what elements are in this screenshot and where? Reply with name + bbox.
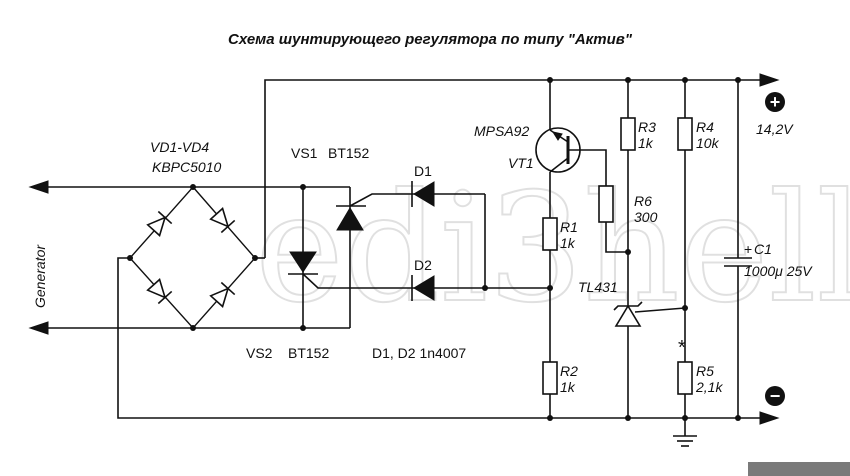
diode-d2: [411, 275, 435, 301]
c1-polarity: +: [744, 241, 752, 257]
r3-name: R3: [638, 119, 656, 135]
c1-name: C1: [754, 241, 772, 257]
r6-lead: [605, 222, 628, 253]
capacitor-c1: [724, 80, 752, 418]
r3-value: 1k: [638, 135, 654, 151]
bridge-part: KBPC5010: [152, 159, 221, 175]
diode-bridge: [127, 184, 265, 331]
minus-sign: −: [770, 386, 781, 406]
output-minus: −: [765, 386, 785, 406]
resistor-r5: [677, 361, 693, 395]
schematic-title: Схема шунтирующего регулятора по типу "А…: [228, 31, 633, 48]
vs1-name: VS1: [291, 145, 318, 161]
r6-value: 300: [634, 209, 658, 225]
resistor-r2: [542, 361, 558, 395]
r1-name: R1: [560, 219, 578, 235]
r5-mark: *: [678, 337, 686, 359]
output-plus: +: [765, 92, 785, 112]
generator-label: Generator: [32, 244, 48, 308]
d1-name: D1: [414, 163, 432, 179]
r2-value: 1k: [560, 379, 576, 395]
transistor-part: MPSA92: [474, 123, 529, 139]
d2-name: D2: [414, 257, 432, 273]
plus-sign: +: [770, 92, 781, 112]
bridge-name: VD1-VD4: [150, 139, 209, 155]
resistor-r6: [598, 185, 614, 223]
resistor-r3: [620, 117, 636, 151]
vs1-part: BT152: [328, 145, 369, 161]
vs2-part: BT152: [288, 345, 329, 361]
positive-rail: [264, 73, 780, 258]
output-voltage: 14,2V: [756, 121, 794, 137]
regulator-part: TL431: [578, 279, 618, 295]
r1-value: 1k: [560, 235, 576, 251]
r6-name: R6: [634, 193, 652, 209]
diode-d1: [408, 181, 485, 207]
tl431-regulator: [613, 301, 686, 327]
ground-symbol: [673, 418, 697, 447]
negative-rail: [117, 257, 780, 425]
r5-name: R5: [696, 363, 714, 379]
c1-value: 1000μ 25V: [744, 263, 813, 279]
r2-name: R2: [560, 363, 578, 379]
corner-strip: [748, 462, 850, 476]
r5-value: 2,1k: [695, 379, 723, 395]
vs2-name: VS2: [246, 345, 273, 361]
generator-input-bottom: [28, 321, 350, 335]
transistor-name: VT1: [508, 155, 534, 171]
resistor-r4: [677, 117, 693, 151]
resistor-r1: [542, 217, 558, 251]
thyristor-vs1: [336, 187, 408, 328]
diodes-note: D1, D2 1n4007: [372, 345, 466, 361]
r4-name: R4: [696, 119, 714, 135]
r4-value: 10k: [696, 135, 720, 151]
generator-input-top: [28, 180, 350, 194]
